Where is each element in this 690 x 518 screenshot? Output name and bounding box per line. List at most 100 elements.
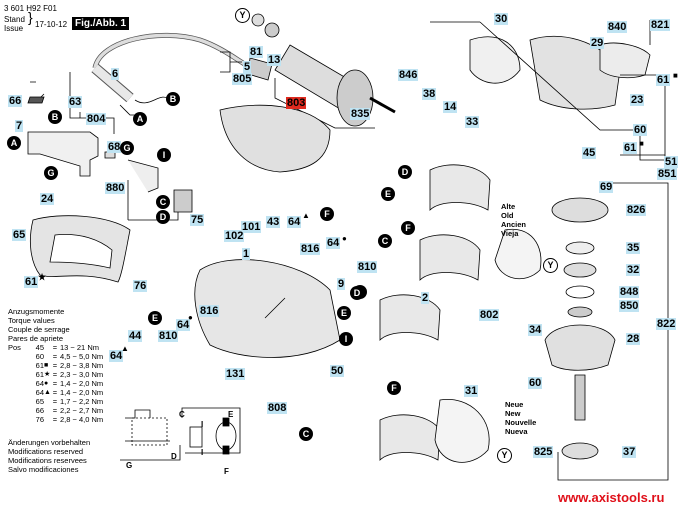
part-label-1[interactable]: 1 [242,248,251,260]
note-de: Änderungen vorbehalten [8,438,91,447]
part-label-63[interactable]: 63 [68,96,83,108]
part-label-65[interactable]: 65 [12,229,27,241]
part-label-816-b[interactable]: 816 [199,305,220,317]
torque-title-de: Anzugsmomente [8,307,65,316]
torque-pos-label [8,397,30,406]
part-label-69[interactable]: 69 [599,181,614,193]
part-label-850[interactable]: 850 [619,300,640,312]
torque-part-number: 64 [35,388,44,397]
part-label-64-dot[interactable]: 64 [326,237,341,249]
part-label-14[interactable]: 14 [443,101,458,113]
part-label-51[interactable]: 51 [664,156,679,168]
part-label-38[interactable]: 38 [422,88,437,100]
part-label-803-armature[interactable]: 803 [286,97,307,109]
part-label-846[interactable]: 846 [398,69,419,81]
torque-marker: ■ [44,362,49,369]
part-label-822[interactable]: 822 [656,318,677,330]
part-label-64-dot-2[interactable]: 64 [176,319,191,331]
part-label-64-triangle[interactable]: 64 [287,216,302,228]
torque-pos-label [8,388,30,397]
part-label-23[interactable]: 23 [630,94,645,106]
part-label-75[interactable]: 75 [190,214,205,226]
part-label-804[interactable]: 804 [86,113,107,125]
part-label-76[interactable]: 76 [133,280,148,292]
torque-row: 60=4,5 − 5,0 Nm [8,352,104,361]
part-label-851[interactable]: 851 [657,168,678,180]
part-label-60-b[interactable]: 60 [528,377,543,389]
part-label-68[interactable]: 68 [107,141,122,153]
watermark-url[interactable]: www.axistools.ru [558,490,665,505]
torque-value: 1,4 − 2,0 Nm [60,388,104,397]
part-label-2[interactable]: 2 [421,292,430,304]
part-label-102[interactable]: 102 [224,230,245,242]
part-label-816[interactable]: 816 [300,243,321,255]
bearing-81 [251,13,265,27]
part-label-29[interactable]: 29 [590,37,605,49]
part-label-43[interactable]: 43 [266,216,281,228]
part-label-802[interactable]: 802 [479,309,500,321]
part-label-81[interactable]: 81 [249,46,264,58]
part-label-9[interactable]: 9 [337,278,346,290]
part-label-61-star[interactable]: 61 [24,276,39,288]
part-label-808[interactable]: 808 [267,402,288,414]
switch-assembly [27,131,99,177]
part-label-805[interactable]: 805 [232,73,253,85]
torque-row: 64▲=1,4 − 2,0 Nm [8,388,104,397]
torque-row: 76=2,8 − 4,0 Nm [8,415,104,424]
torque-marker: ● [44,380,49,387]
part-label-34[interactable]: 34 [528,324,543,336]
part-label-5[interactable]: 5 [243,61,252,73]
part-label-131[interactable]: 131 [225,368,246,380]
part-label-32[interactable]: 32 [626,264,641,276]
modification-notes: Änderungen vorbehalten Modifications res… [8,438,90,474]
connector-b: B [166,92,180,106]
part-label-61-square[interactable]: 61 [656,74,671,86]
part-label-880[interactable]: 880 [105,182,126,194]
torque-row: 65=1,7 − 2,2 Nm [8,397,104,406]
part-label-826[interactable]: 826 [626,204,647,216]
part-label-44[interactable]: 44 [128,330,143,342]
part-label-30[interactable]: 30 [494,13,509,25]
wiring-label-e: E [228,410,234,419]
part-label-101[interactable]: 101 [241,221,262,233]
wiring-diagram [120,407,241,461]
torque-title-en: Torque values [8,316,55,325]
part-label-848[interactable]: 848 [619,286,640,298]
torque-value: 2,8 − 4,0 Nm [60,415,104,424]
bearing-flange [544,324,616,371]
torque-title-fr: Couple de serrage [8,325,70,334]
part-label-13[interactable]: 13 [267,54,282,66]
connector-y-3: Y [497,448,512,463]
part-label-66[interactable]: 66 [8,95,23,107]
part-label-28[interactable]: 28 [626,333,641,345]
part-label-810-b[interactable]: 810 [158,330,179,342]
part-label-821[interactable]: 821 [650,19,671,31]
part-label-64-triangle-2[interactable]: 64 [109,350,124,362]
connector-g: G [44,166,58,180]
part-label-61-square-b[interactable]: 61 [623,142,638,154]
connector-g-2: G [120,141,134,155]
part-label-31[interactable]: 31 [464,385,479,397]
square-marker: ■ [673,71,678,80]
field-coil-upper [429,164,491,211]
part-label-7[interactable]: 7 [15,120,24,132]
equals-sign: = [52,361,58,370]
part-label-6[interactable]: 6 [111,68,120,80]
figure-label: Fig./Abb. 1 [72,17,130,30]
part-label-810[interactable]: 810 [357,261,378,273]
part-label-45[interactable]: 45 [582,147,597,159]
part-label-35[interactable]: 35 [626,242,641,254]
connector-y: Y [235,8,250,23]
part-label-840[interactable]: 840 [607,21,628,33]
connector-c: C [156,195,170,209]
part-label-835[interactable]: 835 [350,108,371,120]
note-es: Salvo modificaciones [8,465,79,474]
part-label-60[interactable]: 60 [633,124,648,136]
part-label-24-handle[interactable]: 24 [40,193,55,205]
switch-button [27,96,45,104]
part-label-33[interactable]: 33 [465,116,480,128]
part-label-825[interactable]: 825 [533,446,554,458]
part-label-37[interactable]: 37 [622,446,637,458]
part-label-50[interactable]: 50 [330,365,345,377]
